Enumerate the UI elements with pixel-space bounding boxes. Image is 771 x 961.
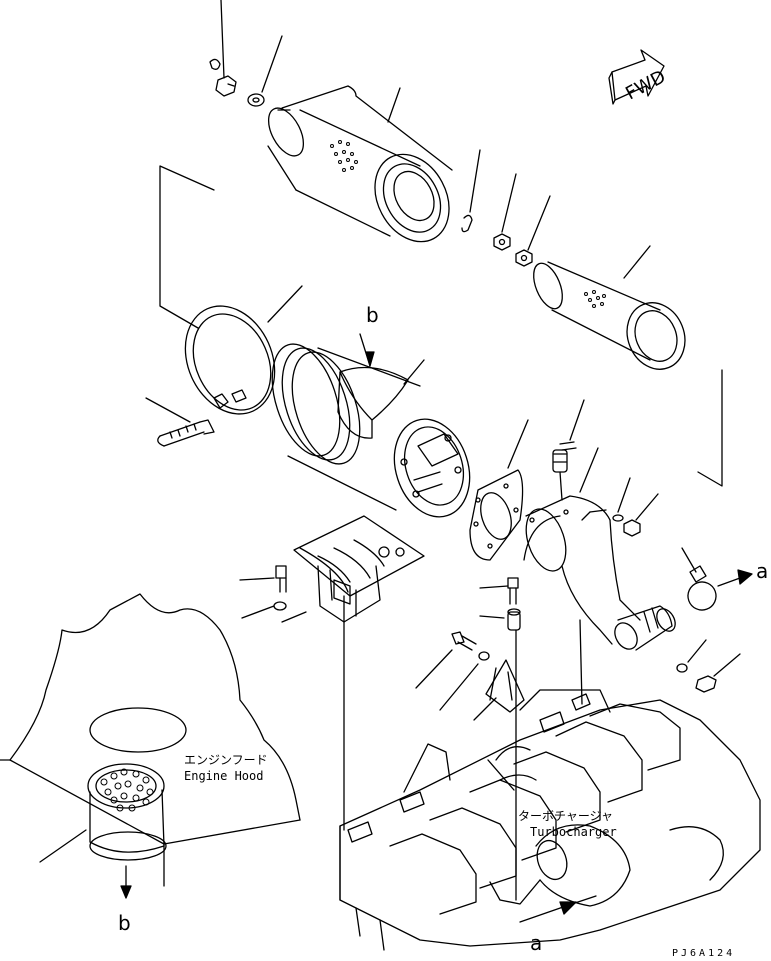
bracket-bolt [239,565,307,623]
inner-filter-element [533,245,686,370]
callout-a-right: a [756,559,768,583]
pre-cleaner-cap [39,763,167,899]
turbocharger-label-jp: ターボチャージャ [518,809,613,823]
drawing-code: PJ6A124 [672,948,735,959]
small-washer [439,651,490,711]
inner-filter-holes [584,290,606,308]
gasket [469,419,529,561]
nut-top [247,35,283,107]
callout-a-bottom: a [530,931,542,955]
outer-filter-element [267,85,453,243]
hose-clamp [681,547,753,611]
pipe-washer [676,639,707,673]
turbo-bracket [473,659,525,721]
fwd-arrow-icon [608,49,665,105]
wing-nut-a [493,173,517,251]
mount-bolt [479,577,519,605]
filter-holes [330,140,358,172]
engine-hood [0,593,301,887]
turbo-leader [487,759,515,791]
arrow-to-a-bottom [519,895,597,923]
wing-bolt [209,0,237,97]
wing-nut-b [515,195,551,267]
dust-indicator [552,399,585,501]
elbow-bolt-b [623,493,659,537]
callout-b-bottom: b [118,911,131,935]
fwd-label: FWD [622,66,669,104]
support-bracket [293,515,425,831]
engine-hood-label-jp: エンジンフード [184,753,268,767]
engine-block [339,619,761,951]
intake-elbow [523,447,676,651]
engine-hood-label-en: Engine Hood [184,769,263,783]
clamp-bolt [145,397,215,447]
air-cleaner-body [271,333,471,518]
clip [461,149,481,233]
elbow-bolt-a [612,477,631,522]
turbocharger-label-en: Turbocharger [530,825,617,839]
callout-b-top: b [366,303,379,327]
pipe-bolt [695,653,741,693]
small-bolt [415,631,477,689]
assembly-leader-lines [159,165,723,487]
band-clamp [184,285,303,415]
